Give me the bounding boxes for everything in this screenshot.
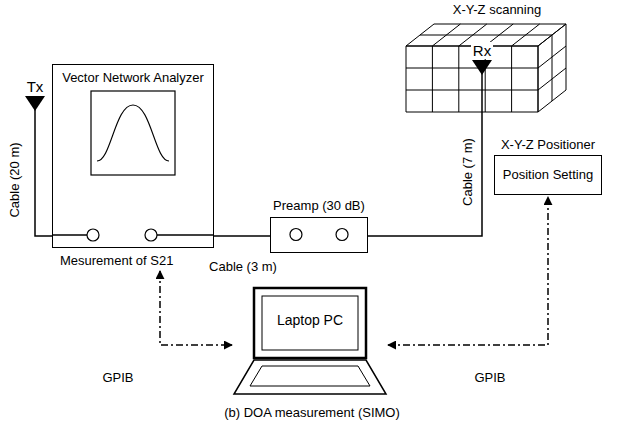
grid-line [406, 68, 538, 69]
antenna-symbol [464, 59, 500, 89]
antenna-triangle [25, 96, 45, 111]
port-connector [336, 229, 348, 241]
cable-label: Cable (20 m) [7, 140, 22, 219]
port-connector [145, 229, 157, 241]
grid-line [434, 24, 566, 25]
analyzer-screen [91, 91, 175, 175]
grid-line [406, 112, 538, 113]
trace-curve [97, 105, 169, 161]
cable [214, 235, 270, 237]
preamp-box [270, 217, 368, 253]
laptop-lid [254, 288, 366, 358]
analyzer-frame: Vector Network Analyzer [52, 64, 214, 248]
antenna-triangle [472, 60, 492, 75]
tx-antenna: Tx [17, 78, 53, 129]
grid-line [552, 35, 553, 101]
network-analyzer: Vector Network AnalyzerMesurement of S21 [52, 64, 214, 268]
laptop-screen [262, 296, 358, 350]
grid-line [406, 90, 538, 91]
preamp-label: Preamp (30 dB) [270, 198, 368, 214]
laptop-illustration [232, 286, 388, 398]
antenna-stem [481, 73, 483, 89]
laptop-label: Laptop PC [262, 312, 358, 329]
grid-line [511, 46, 512, 112]
antenna-label: Rx [471, 42, 493, 59]
cable-stub [157, 234, 213, 236]
control-link [160, 271, 232, 345]
positioner-label: X-Y-Z Positioner [494, 137, 602, 153]
grid-line [566, 24, 567, 90]
measurement-label: Mesurement of S21 [52, 248, 214, 268]
interface-label: GPIB [100, 370, 135, 385]
control-link [388, 197, 548, 345]
laptop-base [234, 360, 386, 394]
positioner-text: Position Setting [495, 156, 601, 193]
antenna-stem [34, 109, 36, 129]
grid-line [406, 46, 407, 112]
port-connector [87, 229, 99, 241]
laptop-keyboard [250, 366, 370, 386]
figure-caption: (b) DOA measurement (SIMO) [224, 405, 400, 420]
port-connector [290, 229, 302, 241]
cable [35, 129, 52, 236]
antenna-symbol [17, 95, 53, 129]
grid-line [538, 46, 539, 112]
positioner-box: Position Setting [494, 155, 602, 195]
rx-antenna: Rx [464, 42, 500, 89]
grid-line [420, 35, 552, 36]
antenna-label: Tx [25, 78, 46, 95]
cable-stub [53, 234, 87, 236]
scanning-grid [402, 2, 568, 116]
grid-line [458, 46, 459, 112]
scanning-volume: X-Y-Z scanningRx [402, 2, 568, 116]
interface-label: GPIB [472, 370, 507, 385]
grid-line [432, 46, 433, 112]
laptop: Laptop PC [232, 286, 388, 398]
analyzer-title: Vector Network Analyzer [53, 65, 213, 85]
preamp: Preamp (30 dB) [270, 198, 368, 253]
cable-label: Cable (7 m) [460, 136, 475, 208]
grid-title: X-Y-Z scanning [402, 2, 568, 18]
grid-line [538, 46, 539, 112]
preamp-ports [271, 218, 367, 251]
cable [368, 89, 482, 236]
positioner: X-Y-Z PositionerPosition Setting [494, 137, 602, 195]
cable-label: Cable (3 m) [207, 259, 279, 274]
analyzer-illustration [53, 65, 213, 249]
